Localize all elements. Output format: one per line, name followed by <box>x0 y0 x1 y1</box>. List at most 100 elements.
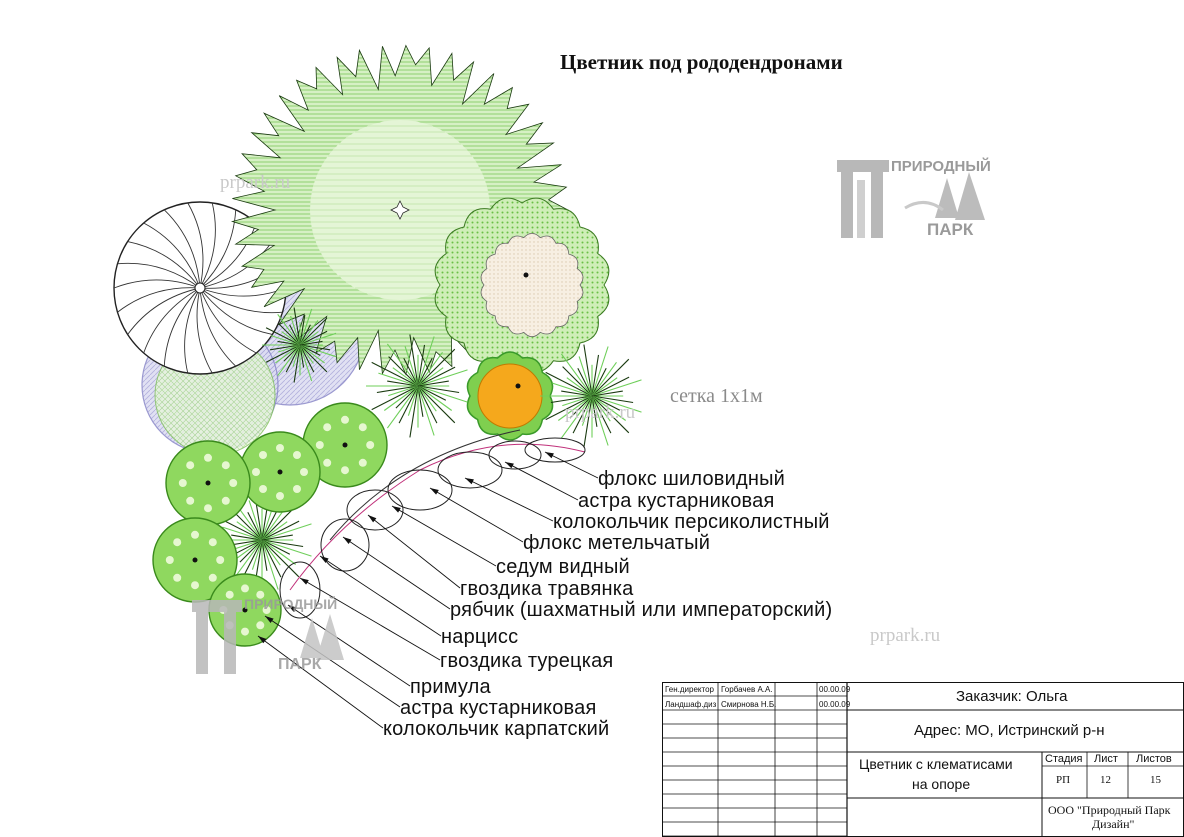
spiky-leaf <box>417 348 456 387</box>
green-shrub-flower <box>323 423 332 432</box>
stamp-company-1: ООО "Природный Парк <box>1048 803 1171 817</box>
spiky-leaf <box>261 539 282 578</box>
legend-label: нарцисс <box>441 626 519 648</box>
tree-branch <box>143 287 201 354</box>
spiky-leaf <box>290 315 301 346</box>
spiky-leaf <box>248 500 263 541</box>
stamp-sheet: 12 <box>1100 774 1111 786</box>
spiky-leaf <box>299 320 319 346</box>
spiky-leaf <box>386 385 419 429</box>
stamp-project-title-2: на опоре <box>912 776 971 792</box>
grid-note: сетка 1х1м <box>670 385 763 407</box>
tree-branch <box>196 287 213 374</box>
spiky-leaf <box>591 395 630 434</box>
logo-bottom: ПРИРОДНЫЙ ПАРК <box>190 596 350 676</box>
diagram-title: Цветник под рододендронами <box>560 50 843 74</box>
bed-plant-group <box>437 451 503 489</box>
spiky-leaf <box>299 314 306 346</box>
logo-bottom-line2: ПАРК <box>278 656 322 673</box>
tree-branch <box>127 287 201 335</box>
spiky-leaf <box>265 344 301 363</box>
spiky-leaf <box>261 511 277 541</box>
spiky-leaf <box>232 510 263 541</box>
tree-branch <box>199 287 273 335</box>
title-block: Ген.директор Горбачев А.А. 00.00.09 Ланд… <box>662 682 1184 837</box>
spiky-leaf <box>378 372 419 387</box>
leader-line <box>464 477 554 522</box>
green-shrub-flower <box>293 485 301 493</box>
green-shrub-flower <box>276 444 284 452</box>
spiky-leaf <box>417 380 449 387</box>
tree-branch <box>163 209 201 289</box>
green-shrub-flower <box>256 590 265 599</box>
spiky-leaf <box>404 346 419 387</box>
spiky-leaf <box>407 385 419 416</box>
spiky-leaf <box>417 385 424 417</box>
spiky-leaf <box>242 539 263 578</box>
spiky-leaf <box>560 395 593 439</box>
spiky-leaf <box>545 371 593 397</box>
spiky-leaf <box>232 539 263 551</box>
spiky-leaf <box>545 395 593 421</box>
spiky-leaf <box>247 511 263 541</box>
spiky-leaf <box>299 308 313 346</box>
spiky-leaf <box>591 395 609 446</box>
bed-plant-group <box>387 469 453 511</box>
green-shrub-flower <box>208 573 217 582</box>
scalloped-shrub <box>434 197 610 373</box>
green-shrub-flower <box>221 496 230 505</box>
leader-line <box>287 604 411 687</box>
logo-top: ПРИРОДНЫЙ ПАРК <box>835 158 1000 240</box>
spiky-leaf <box>270 335 301 346</box>
spiky-leaf <box>403 357 419 387</box>
spiky-leaf <box>293 344 301 383</box>
legend-label: гвоздика турецкая <box>440 650 614 672</box>
spiky-leaf <box>581 395 593 426</box>
spiky-leaf <box>557 395 593 421</box>
spiky-leaf <box>591 395 627 421</box>
spiky-leaf <box>261 520 300 541</box>
tree-branch <box>199 241 273 289</box>
spiky-leaf <box>591 346 609 397</box>
stamp-name: Горбачев А.А. <box>721 685 773 694</box>
spiky-leaf <box>386 343 419 387</box>
spiky-leaf <box>292 344 301 367</box>
spiky-leaf <box>417 344 426 387</box>
leader-line <box>319 555 442 637</box>
legend-label: астра кустарниковая <box>400 697 597 719</box>
stamp-stage: РП <box>1056 774 1071 786</box>
legend-label: астра кустарниковая <box>578 490 775 512</box>
tree-branch <box>199 287 283 314</box>
watermark: prpark.ru <box>565 402 636 423</box>
tree-branch <box>163 287 201 367</box>
spiky-leaf <box>261 539 300 578</box>
green-shrub-flower <box>358 458 367 467</box>
stamp-role: Ген.директор <box>665 685 714 694</box>
green-shrub-flower <box>208 538 217 547</box>
spiky-leaf <box>261 539 312 557</box>
spiky-leaf <box>283 344 301 362</box>
green-shrub-flower <box>262 606 271 614</box>
logo-bottom-mark <box>192 600 344 674</box>
spiky-leaf <box>261 539 291 555</box>
leader-arrow <box>258 636 267 644</box>
green-shrub-flower <box>341 415 349 424</box>
stamp-sheets-header: Листов <box>1136 753 1172 765</box>
spiky-leaf <box>417 351 443 387</box>
green-shrub-center <box>342 442 348 448</box>
spiky-leaf <box>417 385 438 424</box>
leader-line <box>299 577 441 661</box>
spiky-leaf <box>289 324 301 346</box>
spiky-leaf <box>299 324 311 346</box>
legend-label: флокс метельчатый <box>523 532 711 554</box>
title-block-grid <box>662 682 1184 837</box>
spiky-leaf <box>265 327 301 346</box>
green-shrub-flower <box>323 458 332 467</box>
green-shrub-flower <box>366 441 375 449</box>
bed-plant-group <box>488 440 542 470</box>
spiky-leaf <box>591 395 634 404</box>
spiky-leaf <box>277 340 301 346</box>
spiky-leaf <box>591 361 617 397</box>
